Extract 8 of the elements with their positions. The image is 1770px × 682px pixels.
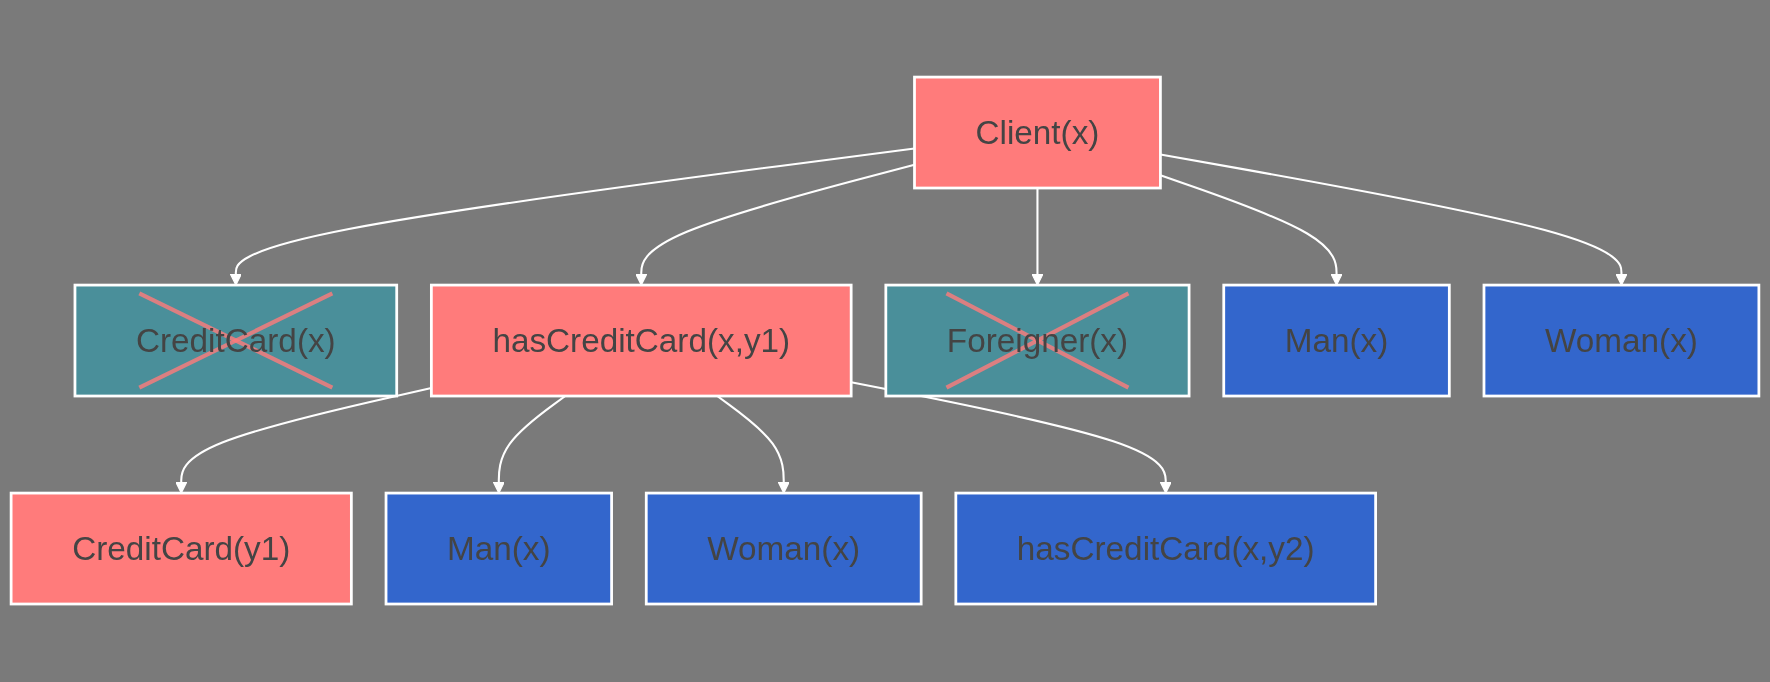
node-box: CreditCard(y1) [9, 492, 353, 606]
node-box: Man(x) [384, 492, 613, 606]
node-box: Man(x) [1222, 284, 1451, 398]
node-box: Woman(x) [644, 492, 923, 606]
node-box: Client(x) [913, 76, 1162, 190]
node-box: hasCreditCard(x,y1) [430, 284, 853, 398]
node-box: Woman(x) [1482, 284, 1761, 398]
node-box: hasCreditCard(x,y2) [954, 492, 1377, 606]
